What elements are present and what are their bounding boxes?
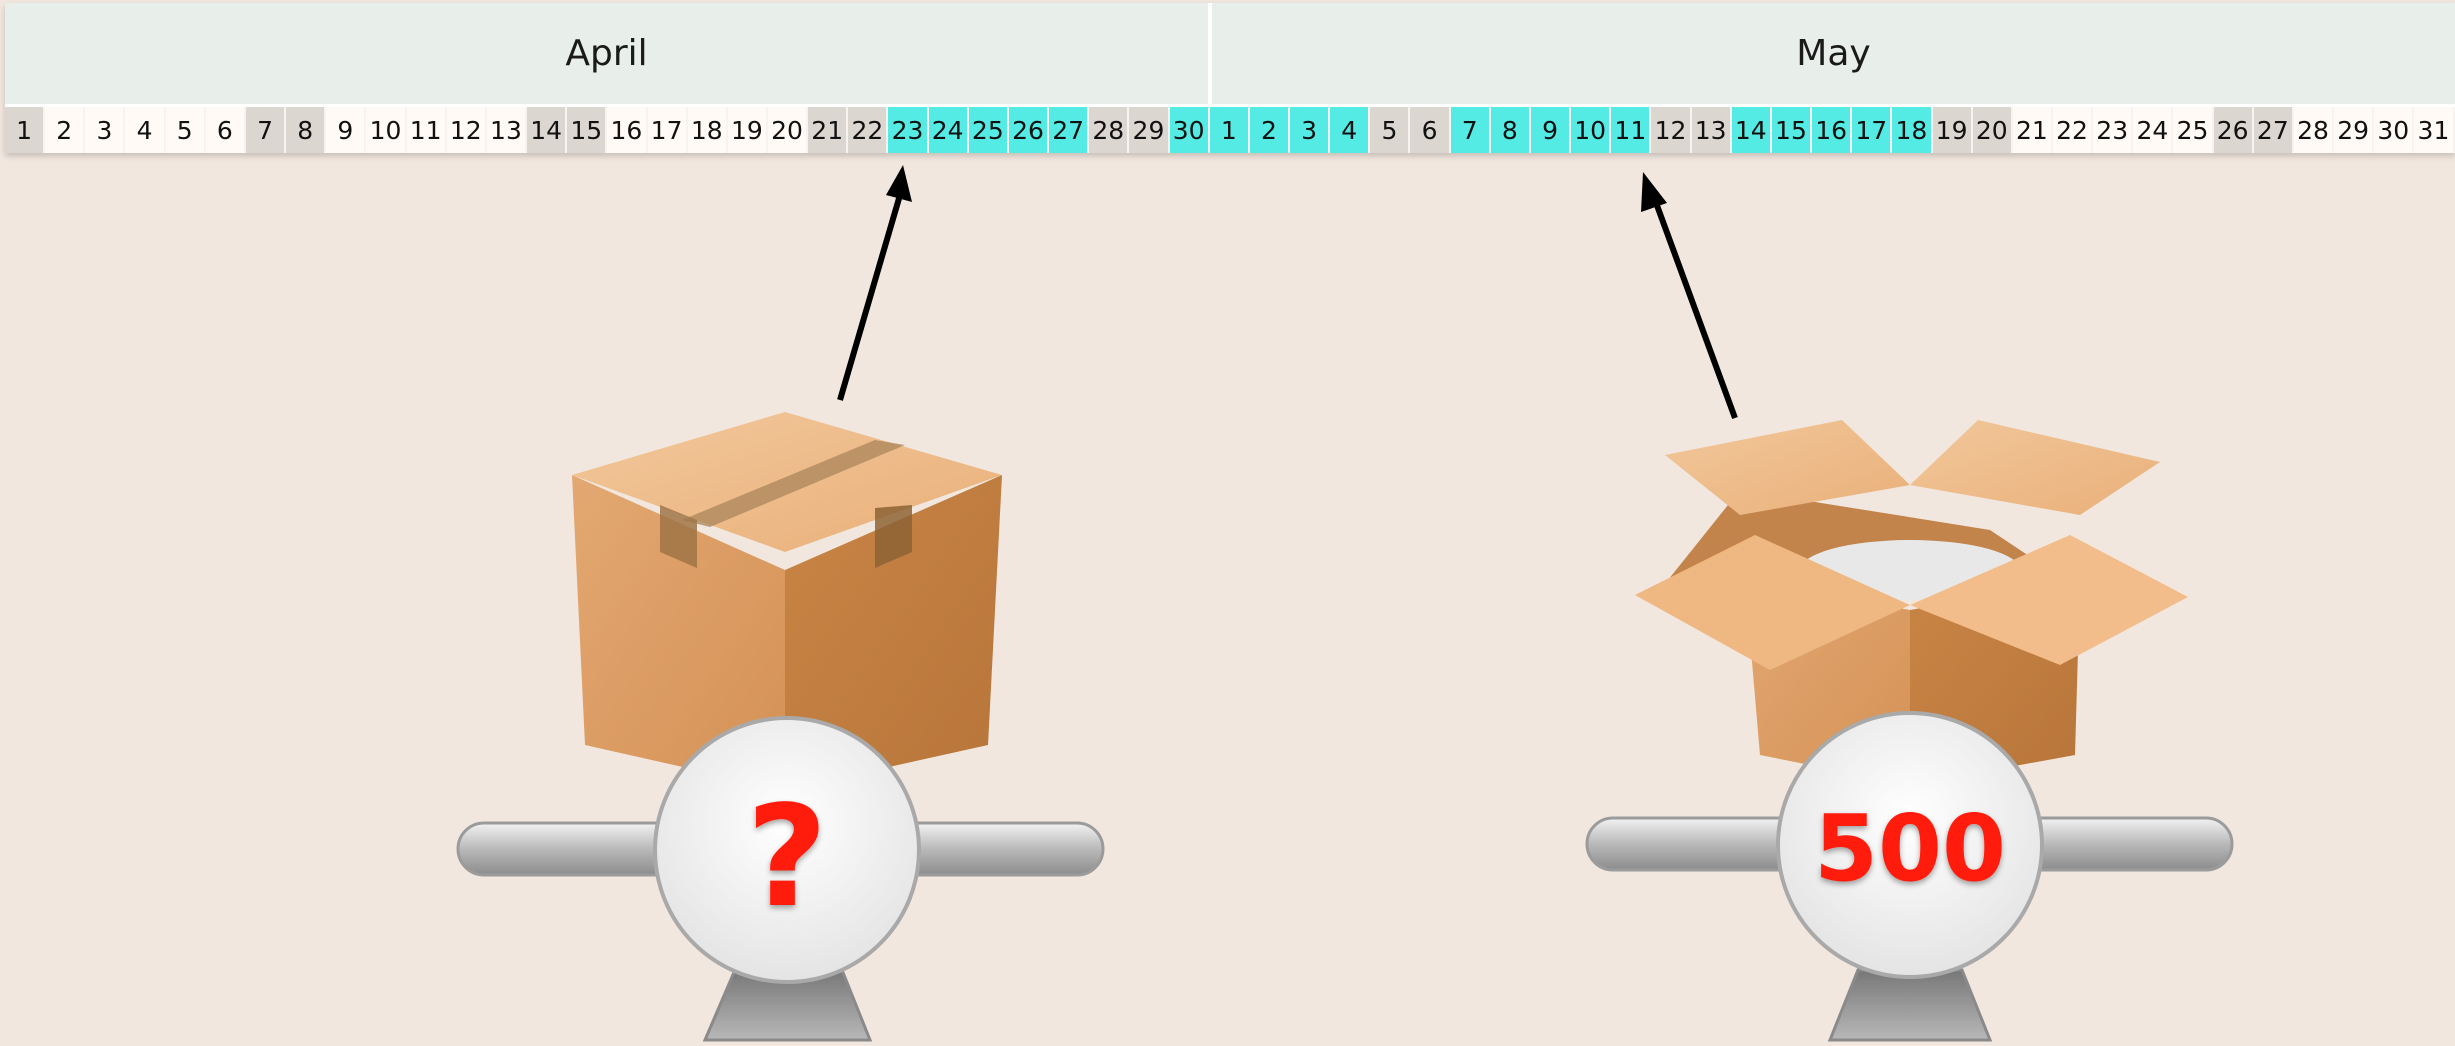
day-cell-may-8: 8 bbox=[1490, 107, 1531, 153]
day-cell-april-14: 14 bbox=[527, 107, 568, 153]
day-cell-may-20: 20 bbox=[1972, 107, 2013, 153]
day-cell-may-25: 25 bbox=[2173, 107, 2214, 153]
day-cell-april-24: 24 bbox=[928, 107, 969, 153]
day-cell-may-31: 31 bbox=[2414, 107, 2455, 153]
day-cell-april-3: 3 bbox=[85, 107, 126, 153]
month-header-april: April bbox=[5, 3, 1210, 104]
day-cell-april-29: 29 bbox=[1129, 107, 1170, 153]
day-cell-may-18: 18 bbox=[1892, 107, 1933, 153]
day-cell-may-11: 11 bbox=[1611, 107, 1652, 153]
day-cell-april-5: 5 bbox=[165, 107, 206, 153]
day-cell-april-12: 12 bbox=[446, 107, 487, 153]
day-cell-may-24: 24 bbox=[2133, 107, 2174, 153]
day-cell-april-20: 20 bbox=[767, 107, 809, 153]
day-cell-may-6: 6 bbox=[1410, 107, 1451, 153]
day-cell-april-9: 9 bbox=[326, 107, 367, 153]
day-cell-may-3: 3 bbox=[1290, 107, 1331, 153]
day-cell-april-13: 13 bbox=[486, 107, 528, 153]
day-cell-may-5: 5 bbox=[1370, 107, 1411, 153]
day-cell-april-16: 16 bbox=[607, 107, 648, 153]
day-cell-may-14: 14 bbox=[1731, 107, 1772, 153]
day-cell-april-21: 21 bbox=[808, 107, 849, 153]
day-cell-may-16: 16 bbox=[1812, 107, 1853, 153]
day-cell-may-2: 2 bbox=[1249, 107, 1290, 153]
day-cell-april-19: 19 bbox=[727, 107, 768, 153]
day-cell-may-27: 27 bbox=[2253, 107, 2294, 153]
day-cell-april-25: 25 bbox=[968, 107, 1009, 153]
day-cell-april-10: 10 bbox=[366, 107, 407, 153]
day-cell-april-15: 15 bbox=[567, 107, 608, 153]
day-cell-may-19: 19 bbox=[1932, 107, 1973, 153]
day-cell-april-2: 2 bbox=[45, 107, 86, 153]
day-cell-april-23: 23 bbox=[888, 107, 929, 153]
day-cell-may-9: 9 bbox=[1530, 107, 1572, 153]
day-cell-april-11: 11 bbox=[406, 107, 447, 153]
day-cell-may-13: 13 bbox=[1691, 107, 1732, 153]
left-scale-label: ? bbox=[746, 776, 827, 939]
day-cell-april-27: 27 bbox=[1049, 107, 1090, 153]
day-cell-april-22: 22 bbox=[848, 107, 889, 153]
day-cell-may-28: 28 bbox=[2293, 107, 2335, 153]
day-cell-april-30: 30 bbox=[1169, 107, 1210, 153]
arrow-may-11 bbox=[1641, 172, 1738, 420]
day-cell-april-17: 17 bbox=[647, 107, 688, 153]
day-cell-may-7: 7 bbox=[1450, 107, 1491, 153]
day-cell-may-1: 1 bbox=[1209, 107, 1250, 153]
day-cell-may-15: 15 bbox=[1771, 107, 1813, 153]
day-cell-may-22: 22 bbox=[2052, 107, 2094, 153]
day-cell-april-4: 4 bbox=[125, 107, 166, 153]
day-cell-may-4: 4 bbox=[1330, 107, 1371, 153]
right-scale-label: 500 bbox=[1814, 795, 2006, 902]
day-cell-april-18: 18 bbox=[687, 107, 728, 153]
day-cell-april-6: 6 bbox=[205, 107, 246, 153]
day-cell-april-26: 26 bbox=[1008, 107, 1050, 153]
day-cell-april-28: 28 bbox=[1089, 107, 1130, 153]
day-cell-may-23: 23 bbox=[2093, 107, 2134, 153]
day-cell-may-30: 30 bbox=[2374, 107, 2415, 153]
closed-box-icon bbox=[572, 412, 1002, 790]
left-scale: ? bbox=[456, 716, 1105, 1042]
day-cell-may-21: 21 bbox=[2012, 107, 2053, 153]
day-cell-may-29: 29 bbox=[2334, 107, 2375, 153]
month-header-may: May bbox=[1212, 3, 2455, 104]
day-cell-april-1: 1 bbox=[5, 107, 46, 153]
day-cell-may-17: 17 bbox=[1852, 107, 1893, 153]
arrow-april-23 bbox=[837, 165, 912, 401]
day-cell-may-12: 12 bbox=[1651, 107, 1692, 153]
day-cell-may-10: 10 bbox=[1571, 107, 1612, 153]
day-cell-april-8: 8 bbox=[286, 107, 327, 153]
day-cell-april-7: 7 bbox=[245, 107, 287, 153]
right-scale: 500 bbox=[1585, 711, 2234, 1042]
day-cell-may-26: 26 bbox=[2213, 107, 2254, 153]
